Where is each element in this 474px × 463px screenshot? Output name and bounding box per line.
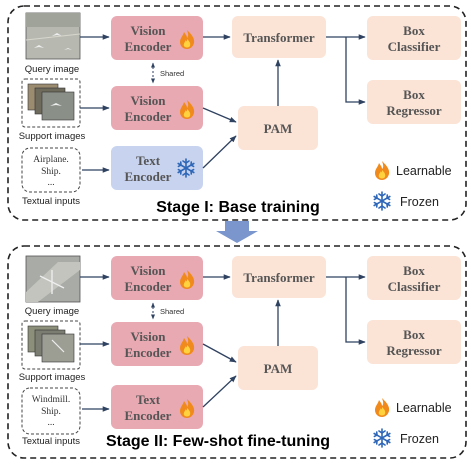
stage2-panel: Query image Support images Windmill. Shi… — [7, 245, 467, 459]
stage2-te-line-2: Encoder — [125, 408, 172, 423]
stage2-query-label: Query image — [25, 306, 79, 317]
stage2-vision-encoder-2 — [111, 322, 203, 366]
stage1-pam-label: PAM — [264, 121, 293, 136]
stage1-te-line-1: Text — [136, 153, 161, 168]
fire-icon — [375, 161, 390, 180]
stage1-panel: Query image Support images Airplane. Shi… — [7, 5, 467, 221]
stage1-text-label: Textual inputs — [22, 196, 80, 207]
stage2-support-images — [21, 320, 81, 370]
stage1-bc-line-2: Classifier — [388, 39, 441, 54]
stage2-box-classifier — [367, 256, 461, 300]
stage1-arrows — [80, 34, 366, 173]
stage1-br-line-2: Regressor — [386, 103, 442, 118]
stage1-vision-encoder-1 — [111, 16, 203, 60]
stage2-text-encoder — [111, 385, 203, 429]
stage2-shared-label: Shared — [160, 307, 184, 316]
stage1-pam — [238, 106, 318, 150]
stage2-box-regressor — [367, 320, 461, 364]
stage1-ve2-line-2: Encoder — [125, 109, 172, 124]
stage1-br-line-1: Box — [403, 87, 425, 102]
stage2-br-line-1: Box — [403, 327, 425, 342]
stage1-query-image — [25, 12, 81, 60]
stage1-frame — [7, 5, 467, 221]
stage2-text-line-2: Ship. — [41, 407, 61, 417]
stage2-transformer-label: Transformer — [243, 270, 314, 285]
stage2-te-line-1: Text — [136, 392, 161, 407]
stage1-ve2-line-1: Vision — [131, 93, 167, 108]
fire-icon — [375, 398, 390, 417]
stage1-vision-encoder-2 — [111, 86, 203, 130]
stage1-support-images — [21, 78, 81, 128]
stage1-text-encoder — [111, 146, 203, 190]
stage2-title: Stage II: Few-shot fine-tuning — [106, 433, 330, 450]
stage1-transformer-label: Transformer — [243, 30, 314, 45]
stage1-legend-frozen: Frozen — [400, 195, 439, 209]
stage1-text-line-3: ... — [47, 178, 54, 188]
snowflake-icon — [373, 428, 391, 448]
stage1-ve1-line-2: Encoder — [125, 39, 172, 54]
stage1-box-classifier — [367, 16, 461, 60]
stage2-arrows — [80, 274, 366, 412]
stage2-legend-frozen: Frozen — [400, 432, 439, 446]
stage1-bc-line-1: Box — [403, 23, 425, 38]
stage1-support-label: Support images — [19, 131, 86, 142]
stage2-br-line-2: Regressor — [386, 343, 442, 358]
stage1-legend-learnable: Learnable — [396, 164, 452, 178]
stage1-shared-label: Shared — [160, 69, 184, 78]
stage2-support-label: Support images — [19, 372, 86, 383]
stage1-query-label: Query image — [25, 64, 79, 75]
stage2-text-line-3: ... — [47, 418, 54, 428]
stage-transition-arrow — [216, 221, 258, 243]
stage1-box-regressor — [367, 80, 461, 124]
stage2-ve1-line-1: Vision — [131, 263, 167, 278]
stage2-bc-line-1: Box — [403, 263, 425, 278]
stage2-query-image — [25, 255, 81, 303]
stage2-legend-learnable: Learnable — [396, 401, 452, 415]
stage1-text-line-2: Ship. — [41, 167, 61, 177]
stage2-vision-encoder-1 — [111, 256, 203, 300]
stage2-transformer — [232, 256, 326, 298]
stage2-ve1-line-2: Encoder — [125, 279, 172, 294]
stage2-text-line-1: Windmill. — [32, 395, 70, 405]
stage2-pam-label: PAM — [264, 361, 293, 376]
stage1-text-line-1: Airplane. — [33, 155, 69, 165]
stage1-te-line-2: Encoder — [125, 169, 172, 184]
stage2-text-label: Textual inputs — [22, 436, 80, 447]
stage2-text-input-box — [21, 387, 81, 435]
stage2-ve2-line-2: Encoder — [125, 345, 172, 360]
stage1-text-input-box — [21, 147, 81, 193]
stage1-title: Stage I: Base training — [156, 199, 320, 216]
stage2-pam — [238, 346, 318, 390]
stage2-ve2-line-1: Vision — [131, 329, 167, 344]
stage1-ve1-line-1: Vision — [131, 23, 167, 38]
stage1-transformer — [232, 16, 326, 58]
stage2-bc-line-2: Classifier — [388, 279, 441, 294]
snowflake-icon — [373, 191, 391, 211]
stage2-frame — [7, 245, 467, 459]
